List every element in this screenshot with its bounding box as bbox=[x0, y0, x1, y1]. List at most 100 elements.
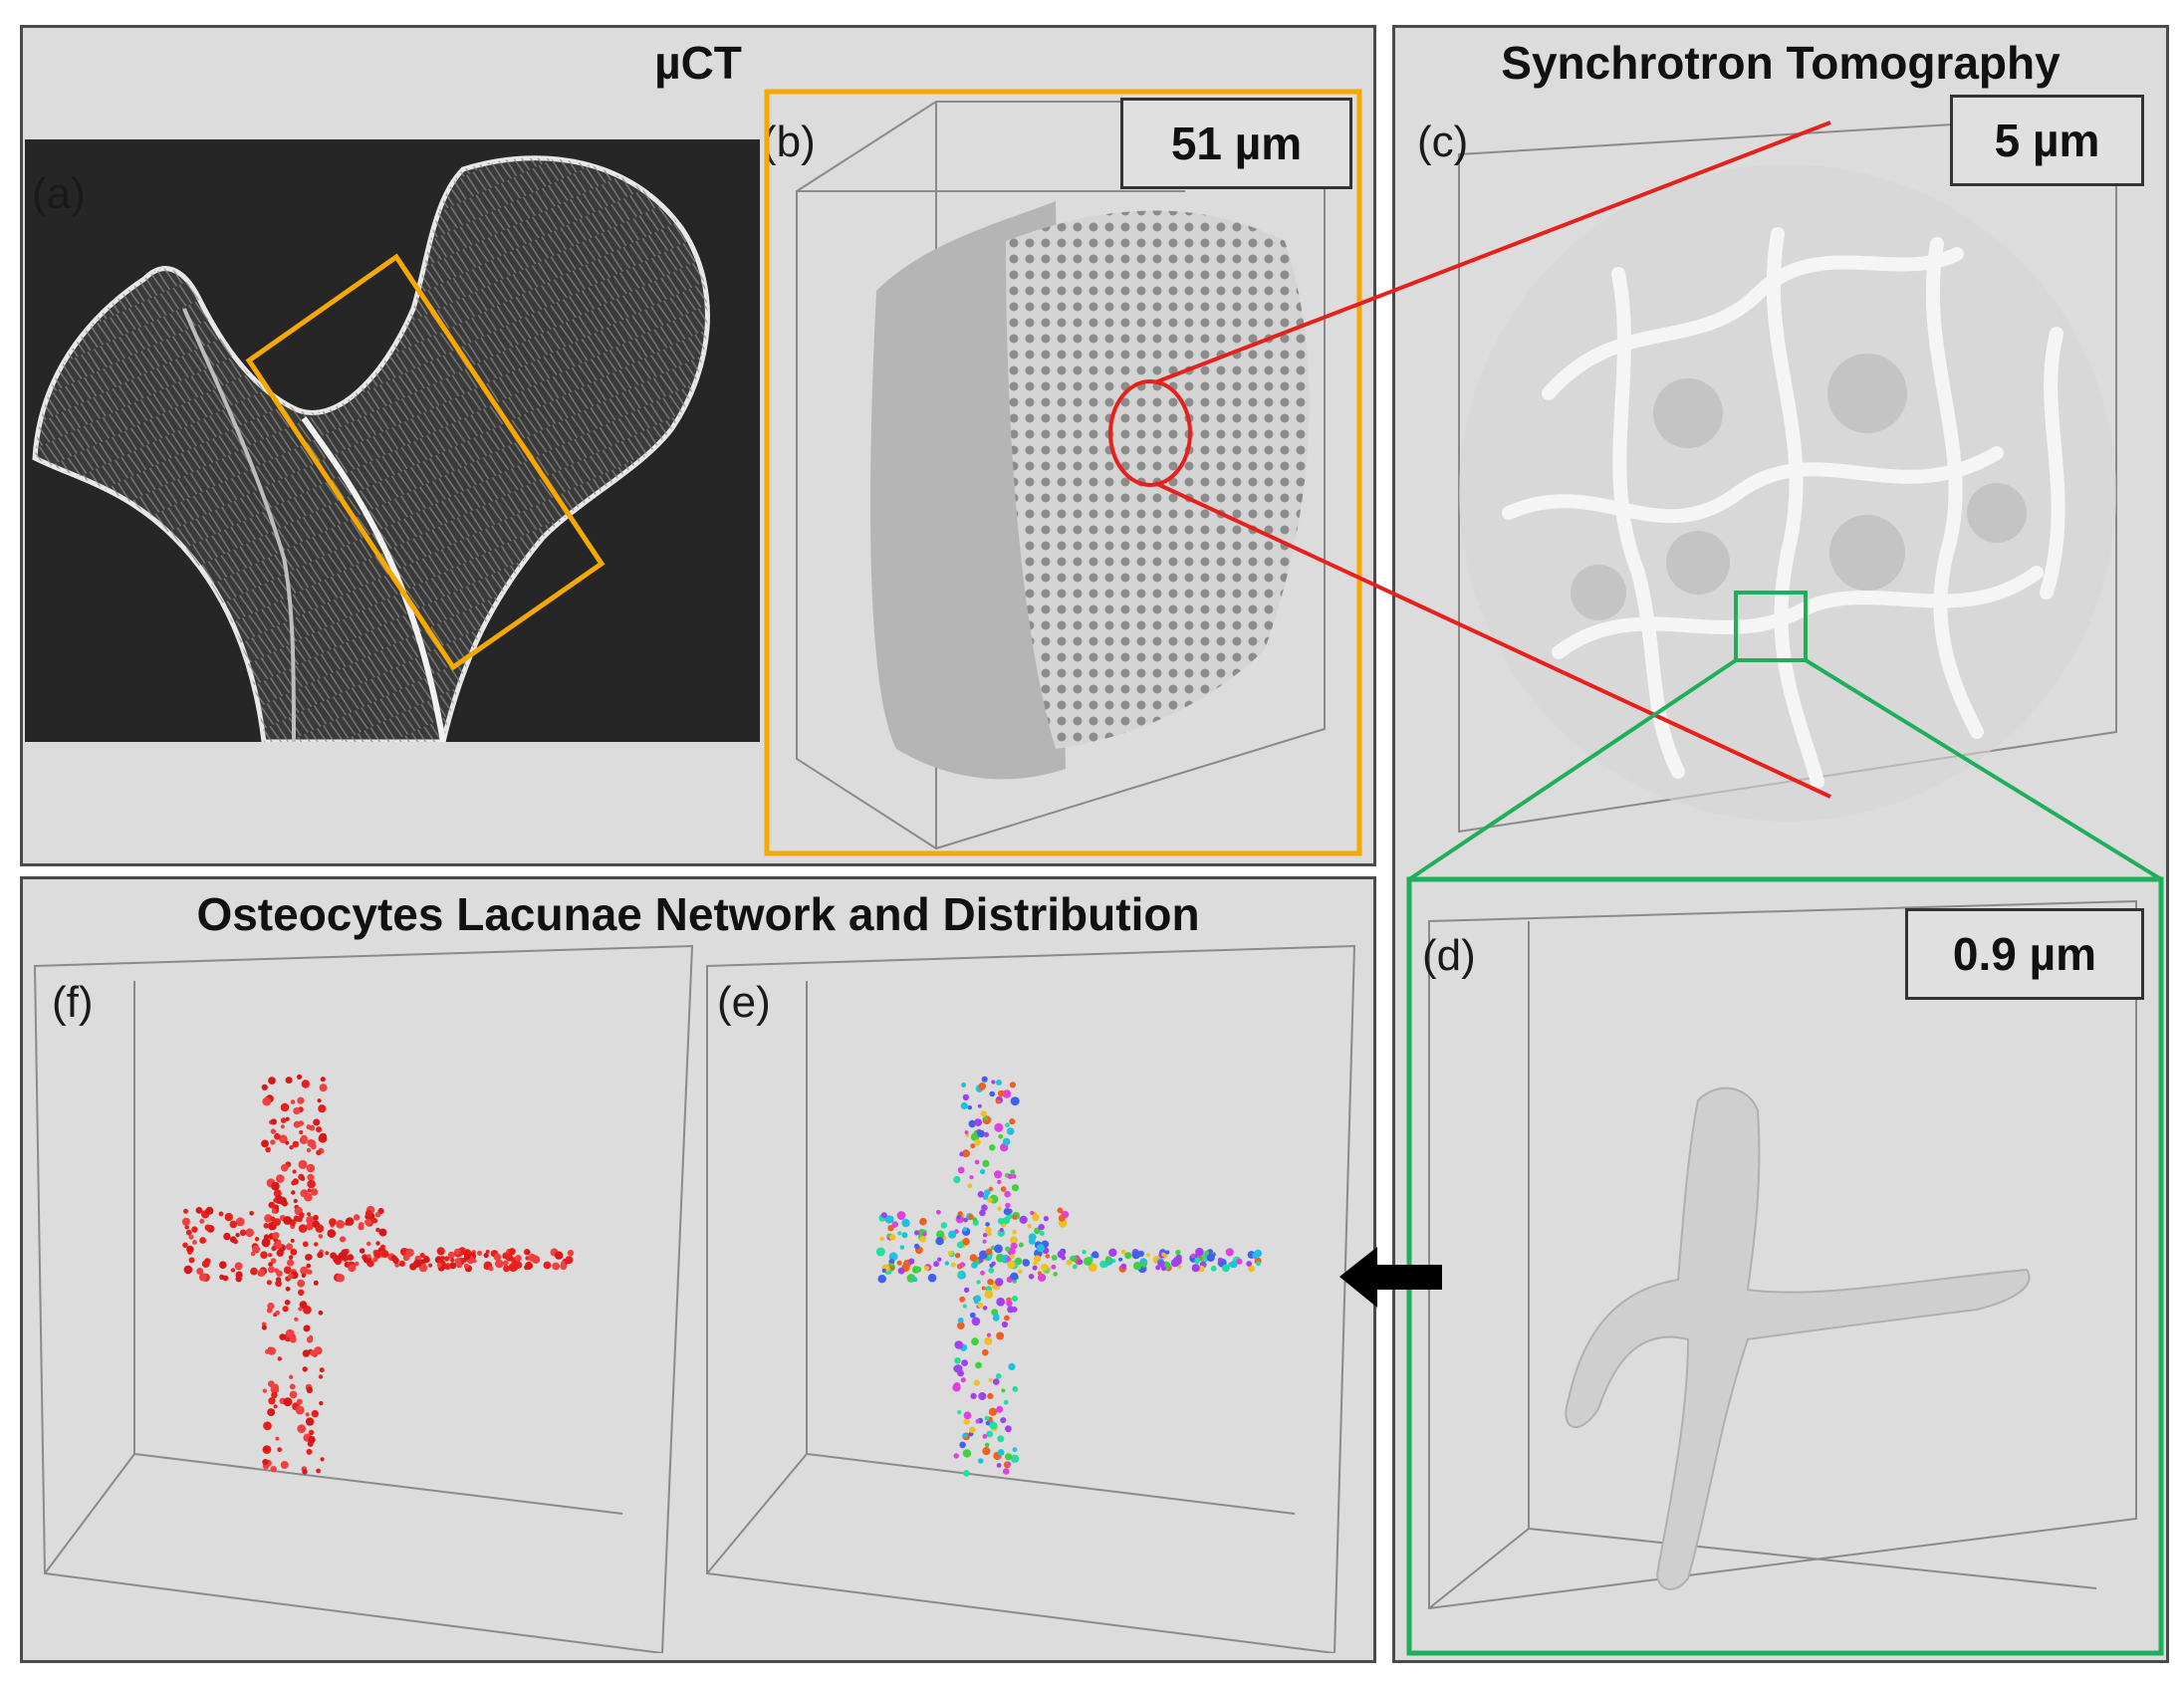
lacuna-dot bbox=[1030, 1210, 1035, 1216]
lacuna-dot bbox=[983, 1115, 989, 1121]
lacuna-dot bbox=[1206, 1253, 1215, 1262]
lacuna-dot bbox=[997, 1179, 1002, 1184]
lacuna-dot bbox=[392, 1257, 399, 1265]
lacuna-dot bbox=[266, 1280, 272, 1286]
left-arrow-icon bbox=[1339, 1247, 1442, 1308]
lacuna-dot bbox=[940, 1222, 947, 1229]
lacuna-dot bbox=[299, 1301, 308, 1310]
lacuna-dot bbox=[261, 1139, 269, 1148]
lacuna-dot bbox=[886, 1215, 894, 1224]
lacuna-dot bbox=[273, 1404, 278, 1409]
lacuna-dot bbox=[962, 1304, 967, 1309]
lacuna-dot bbox=[263, 1446, 269, 1452]
lacuna-dot bbox=[984, 1189, 991, 1196]
red-zoom-line-bottom bbox=[1154, 481, 1831, 799]
lacuna-dot bbox=[982, 1447, 991, 1456]
green-zoom-line-left bbox=[1407, 658, 1738, 881]
lacuna-dot bbox=[380, 1250, 389, 1258]
lacuna-dot bbox=[281, 1200, 288, 1207]
subfigure-label-f: (f) bbox=[52, 978, 94, 1027]
orange-region-marker bbox=[245, 253, 606, 671]
lacuna-dot bbox=[1204, 1250, 1210, 1256]
lacuna-dot bbox=[957, 1410, 962, 1415]
lacuna-dot bbox=[998, 1134, 1003, 1139]
lacuna-dot bbox=[318, 1234, 324, 1239]
lacuna-dot bbox=[270, 1118, 277, 1125]
lacuna-dot bbox=[505, 1254, 514, 1262]
lacuna-dot bbox=[996, 1297, 1006, 1307]
lacuna-dot bbox=[963, 1418, 970, 1425]
lacuna-dot bbox=[1077, 1259, 1084, 1265]
lacuna-dot bbox=[1038, 1224, 1045, 1231]
lacuna-dot bbox=[270, 1139, 276, 1145]
lacuna-dot bbox=[981, 1286, 986, 1291]
lacuna-dot bbox=[307, 1173, 315, 1181]
lacuna-dot bbox=[1012, 1214, 1018, 1220]
lacuna-dot bbox=[970, 1392, 977, 1399]
lacuna-dot bbox=[901, 1232, 908, 1239]
lacuna-dot bbox=[986, 1231, 992, 1237]
lacuna-dot bbox=[325, 1251, 330, 1256]
lacuna-dot bbox=[285, 1286, 291, 1292]
lacuna-dot bbox=[988, 1186, 994, 1192]
lacuna-dot bbox=[267, 1346, 276, 1355]
lacuna-dot bbox=[306, 1215, 315, 1225]
lacuna-dot bbox=[1003, 1399, 1009, 1405]
lacuna-dot bbox=[285, 1328, 295, 1338]
lacuna-dot bbox=[963, 1287, 970, 1293]
lacuna-dot bbox=[294, 1317, 299, 1321]
femur-ct-slice-image bbox=[25, 139, 760, 745]
lacuna-dot bbox=[1009, 1118, 1016, 1125]
lacuna-dot bbox=[993, 1378, 1000, 1385]
lacuna-dot bbox=[935, 1237, 944, 1246]
lacuna-dot bbox=[1161, 1266, 1166, 1272]
lacuna-dot bbox=[997, 1435, 1005, 1443]
lacuna-dot bbox=[298, 1159, 308, 1169]
lacuna-dot bbox=[287, 1259, 295, 1267]
lacuna-dot bbox=[1225, 1248, 1234, 1257]
lacuna-dot bbox=[365, 1241, 371, 1247]
lacuna-dot bbox=[953, 1382, 961, 1389]
lacuna-dot bbox=[319, 1083, 328, 1092]
lacuna-dot bbox=[306, 1124, 312, 1130]
lacuna-dot bbox=[1038, 1273, 1047, 1282]
lacuna-dot bbox=[262, 1459, 269, 1466]
lacuna-dot bbox=[250, 1267, 258, 1276]
lacuna-dot bbox=[313, 1214, 319, 1221]
lacuna-dot bbox=[181, 1217, 190, 1226]
lacuna-dot bbox=[567, 1249, 575, 1257]
lacuna-dot bbox=[454, 1258, 461, 1265]
lacuna-dot bbox=[914, 1230, 920, 1236]
lacuna-dot bbox=[307, 1212, 312, 1217]
lacuna-dot bbox=[472, 1259, 477, 1264]
lacuna-dot bbox=[1132, 1262, 1142, 1271]
lacuna-dot bbox=[297, 1424, 307, 1434]
lacuna-dot bbox=[961, 1082, 967, 1087]
lacuna-dot bbox=[276, 1174, 285, 1183]
lacuna-dot bbox=[1120, 1250, 1126, 1255]
lacuna-dot bbox=[1194, 1258, 1200, 1265]
lacuna-dot bbox=[450, 1258, 455, 1263]
lacuna-dot bbox=[289, 1374, 294, 1379]
lacuna-dot bbox=[271, 1181, 280, 1191]
lacuna-dot bbox=[994, 1170, 1003, 1179]
lacuna-dot bbox=[990, 1245, 996, 1251]
lacuna-dot bbox=[971, 1317, 981, 1326]
lacuna-dot bbox=[1010, 1242, 1018, 1250]
lacuna-dot bbox=[303, 1324, 311, 1332]
lacuna-dot bbox=[413, 1259, 422, 1268]
scale-label-c: 5 µm bbox=[1950, 95, 2144, 186]
lacuna-dot bbox=[984, 1415, 990, 1421]
lacuna-dot bbox=[983, 1131, 989, 1137]
lacuna-dot bbox=[275, 1310, 280, 1316]
lacuna-dot bbox=[305, 1417, 315, 1426]
lacuna-dot bbox=[1120, 1263, 1127, 1270]
lacuna-dot bbox=[526, 1250, 531, 1255]
lacuna-dot bbox=[972, 1217, 978, 1223]
lacuna-dot bbox=[954, 1357, 961, 1364]
lacuna-dot bbox=[270, 1128, 277, 1134]
lacuna-dot bbox=[198, 1273, 208, 1282]
lacuna-dot bbox=[1004, 1315, 1010, 1321]
lacuna-dot bbox=[1006, 1461, 1012, 1467]
lacuna-dot bbox=[969, 1254, 978, 1262]
